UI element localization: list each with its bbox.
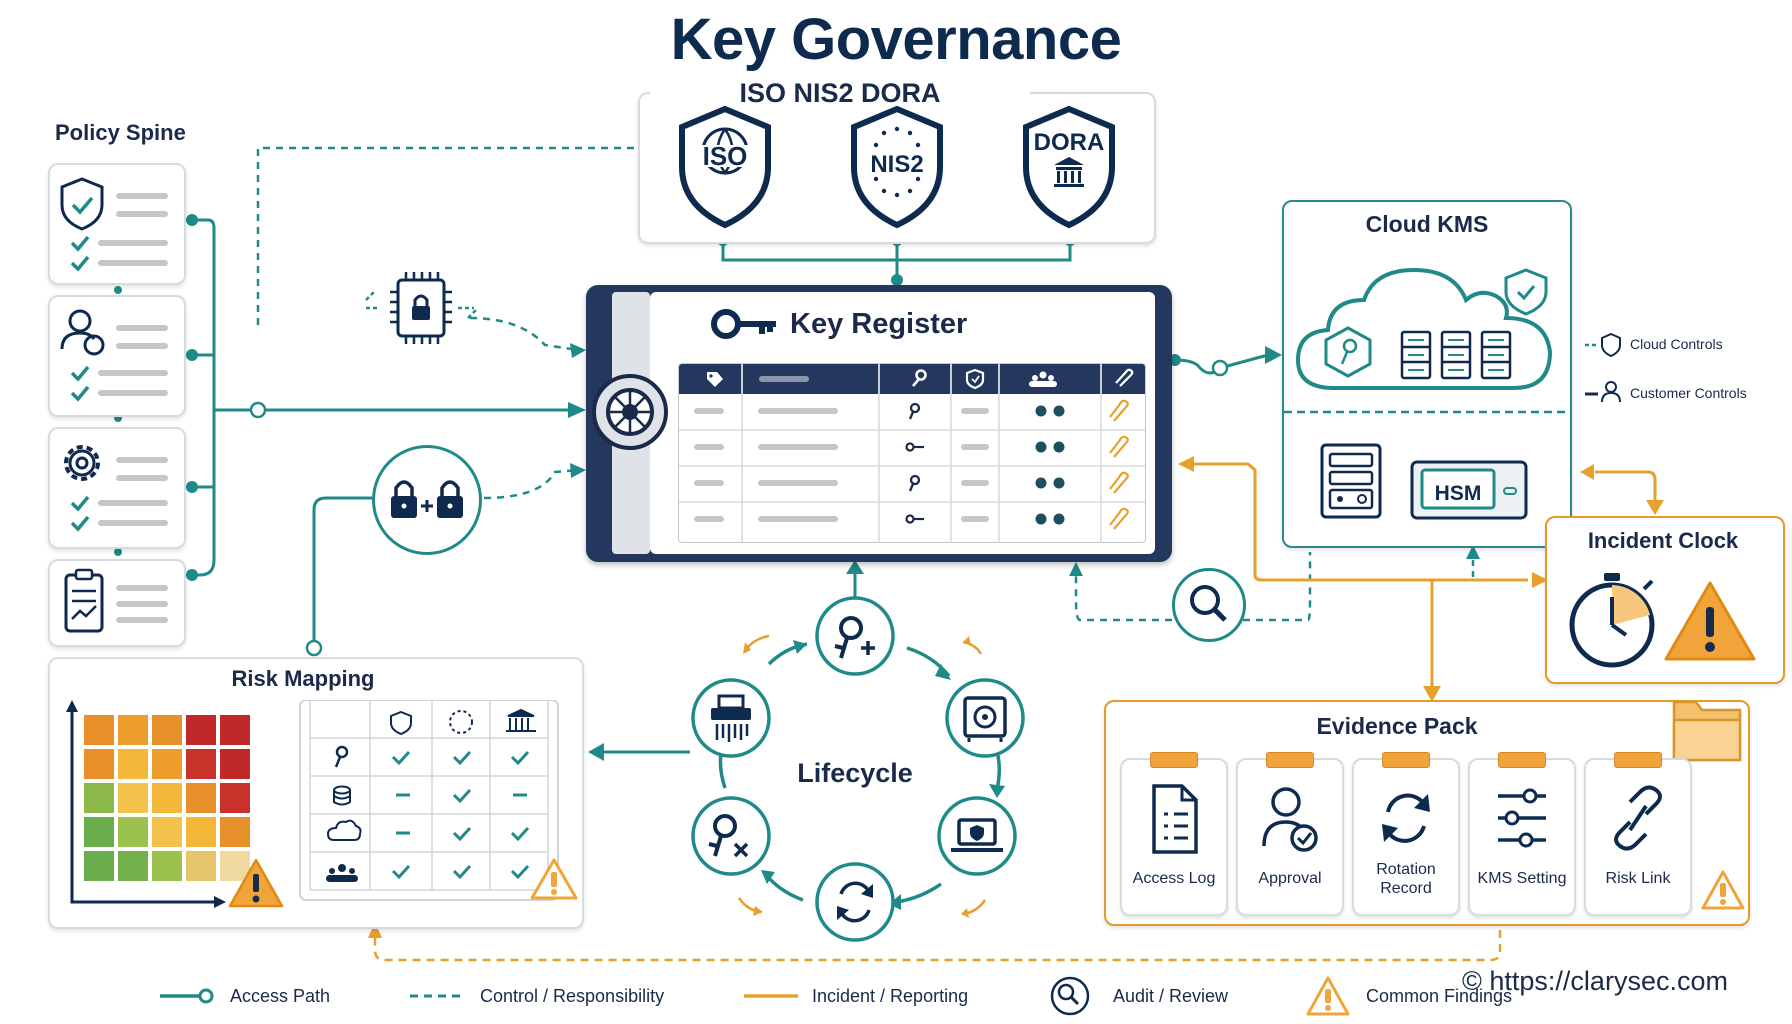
tab-marker <box>1614 752 1662 768</box>
table-row <box>694 471 1129 494</box>
table-header <box>679 364 1145 394</box>
hsm-label: HSM <box>1434 482 1482 505</box>
evidence-item-label: Risk Link <box>1605 870 1671 887</box>
policy-card-gear[interactable] <box>48 427 186 549</box>
cloud-kms-graphic <box>1284 267 1570 520</box>
key-icon <box>711 309 776 339</box>
legend-findings: Common Findings <box>1366 986 1513 1006</box>
link-icon <box>1614 785 1662 851</box>
evidence-pack-title: Evidence Pack <box>1316 713 1478 739</box>
rotate-node <box>815 862 895 942</box>
hsm-device-icon <box>1410 460 1528 520</box>
rotation-icon <box>1382 793 1430 843</box>
policy-card-clipboard[interactable] <box>48 559 186 647</box>
laptop-shield-node <box>937 796 1017 876</box>
add-key-node <box>815 596 895 676</box>
nis2-shield-icon: NIS2 <box>851 105 943 229</box>
document-icon <box>1152 784 1198 854</box>
policy-card-user[interactable] <box>48 295 186 417</box>
key-register-title: Key Register <box>790 308 968 340</box>
svg-text:NIS2: NIS2 <box>870 151 923 178</box>
shredder-node <box>691 678 771 758</box>
audit-marker <box>1050 976 1090 1016</box>
customer-controls-label: Customer Controls <box>1630 385 1747 401</box>
magnifier-icon <box>1190 585 1227 622</box>
cloud-kms-title: Cloud KMS <box>1365 211 1489 237</box>
svg-text:ISO: ISO <box>703 141 748 171</box>
legend-access-path: Access Path <box>230 986 331 1006</box>
policy-card-shield[interactable] <box>48 163 186 285</box>
shield-check-icon <box>60 177 168 272</box>
table-grid <box>679 364 1145 542</box>
legend-markers <box>160 976 1350 1016</box>
iso-shield-icon: ISO <box>679 105 771 229</box>
access-path-marker <box>160 988 214 1004</box>
cloud-shield-icon <box>1504 268 1548 316</box>
dual-lock-icon <box>391 480 463 518</box>
revoke-key-node <box>691 796 771 876</box>
watermark: © https://clarysec.com <box>1462 966 1728 996</box>
evidence-item-risk-link[interactable]: Risk Link <box>1584 752 1692 916</box>
legend-audit: Audit / Review <box>1113 986 1229 1006</box>
tab-marker <box>1382 752 1430 768</box>
stopwatch-icon <box>1569 573 1756 668</box>
policy-spine-title: Policy Spine <box>55 120 186 145</box>
legend-incident: Incident / Reporting <box>812 986 969 1006</box>
risk-mapping-graphic <box>66 700 578 908</box>
user-check-icon <box>1262 787 1318 852</box>
standards-header: ISO NIS2 DORA <box>650 78 1030 109</box>
control-legend-icons <box>1601 332 1621 403</box>
audit-review-node[interactable] <box>1172 568 1246 642</box>
table-row <box>694 435 1129 458</box>
evidence-item-approval[interactable]: Approval <box>1236 752 1344 916</box>
evidence-item-kms-setting[interactable]: KMS Setting <box>1468 752 1576 916</box>
table-row <box>694 507 1129 530</box>
table-row <box>694 399 1129 422</box>
tab-marker <box>1498 752 1546 768</box>
page-title: Key Governance <box>670 7 1122 72</box>
secure-chip-icon <box>365 272 477 344</box>
gear-icon <box>64 445 168 532</box>
tab-marker <box>1266 752 1314 768</box>
evidence-item-label: Access Log <box>1132 870 1216 887</box>
risk-mapping-title: Risk Mapping <box>231 666 375 691</box>
key-hexagon-icon <box>1324 326 1372 378</box>
lifecycle-cycle <box>691 596 1025 942</box>
vault-node <box>945 678 1025 758</box>
clipboard-icon <box>64 568 168 633</box>
risk-heatmap <box>66 700 250 908</box>
lifecycle-title: Lifecycle <box>797 758 913 788</box>
evidence-item-rotation-record[interactable]: Rotation Record <box>1352 752 1460 916</box>
tab-marker <box>1150 752 1198 768</box>
dora-shield-icon: DORA <box>1023 105 1115 229</box>
control-matrix <box>299 700 578 901</box>
warning-icon <box>228 858 284 908</box>
evidence-item-label: KMS Setting <box>1477 870 1567 887</box>
standards-shields: ISO NIS2 DORA <box>679 105 1115 229</box>
cloud-controls-label: Cloud Controls <box>1630 336 1723 352</box>
warning-icon <box>1664 581 1756 661</box>
evidence-item-access-log[interactable]: Access Log <box>1120 752 1228 916</box>
evidence-item-label: Approval <box>1258 870 1322 887</box>
user-shield-icon <box>60 309 168 402</box>
legend-control: Control / Responsibility <box>480 986 665 1006</box>
server-rack-icon <box>1320 443 1382 519</box>
vault-dial-icon <box>592 374 668 450</box>
warning-outline-icon <box>1701 870 1745 910</box>
folder-icon <box>1672 700 1742 762</box>
dual-control-node[interactable] <box>372 445 482 555</box>
evidence-item-label: Rotation Record <box>1376 861 1436 897</box>
key-register-table <box>678 363 1146 543</box>
svg-text:DORA: DORA <box>1034 129 1105 156</box>
findings-marker <box>1306 976 1350 1016</box>
incident-clock-title: Incident Clock <box>1587 528 1739 553</box>
table-rows <box>694 399 1129 530</box>
sliders-icon <box>1498 788 1546 848</box>
